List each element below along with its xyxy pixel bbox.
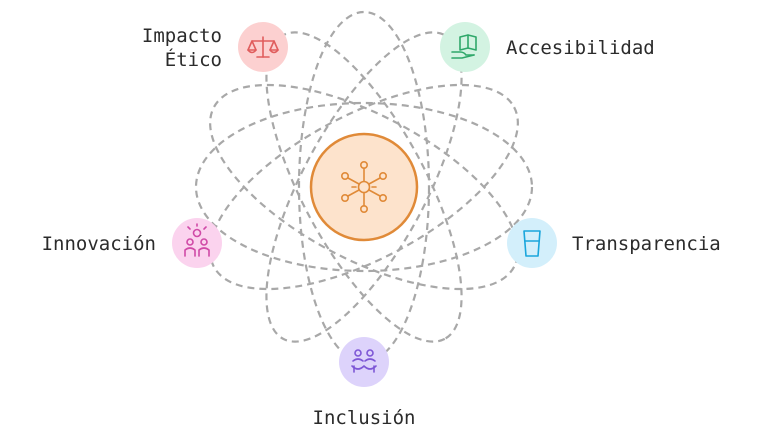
node-label: Inclusión <box>313 407 416 429</box>
node-label: Accesibilidad <box>506 37 655 59</box>
node-circle <box>507 218 557 268</box>
group-hug-icon <box>351 349 377 373</box>
center-node <box>309 132 419 242</box>
center-circle <box>309 132 419 242</box>
hand-book-icon <box>451 34 477 59</box>
node-label-line-2: Ético <box>165 48 222 71</box>
node-innovacion: Innovación <box>42 218 222 268</box>
network-hub-icon <box>340 161 387 214</box>
node-accesibilidad: Accesibilidad <box>440 22 655 72</box>
glass-icon <box>523 230 541 257</box>
orbit-horizontal <box>194 101 534 273</box>
node-label: Innovación <box>42 233 156 255</box>
scales-icon <box>247 36 279 58</box>
node-circle <box>339 337 389 387</box>
node-transparencia: Transparencia <box>507 218 721 268</box>
node-inclusion: Inclusión <box>313 337 416 429</box>
node-label: Transparencia <box>572 233 721 255</box>
node-impacto-etico: Impacto Ético <box>142 22 288 72</box>
node-label-line-1: Impacto <box>142 25 222 47</box>
people-idea-icon <box>184 223 210 257</box>
node-circle <box>440 22 490 72</box>
